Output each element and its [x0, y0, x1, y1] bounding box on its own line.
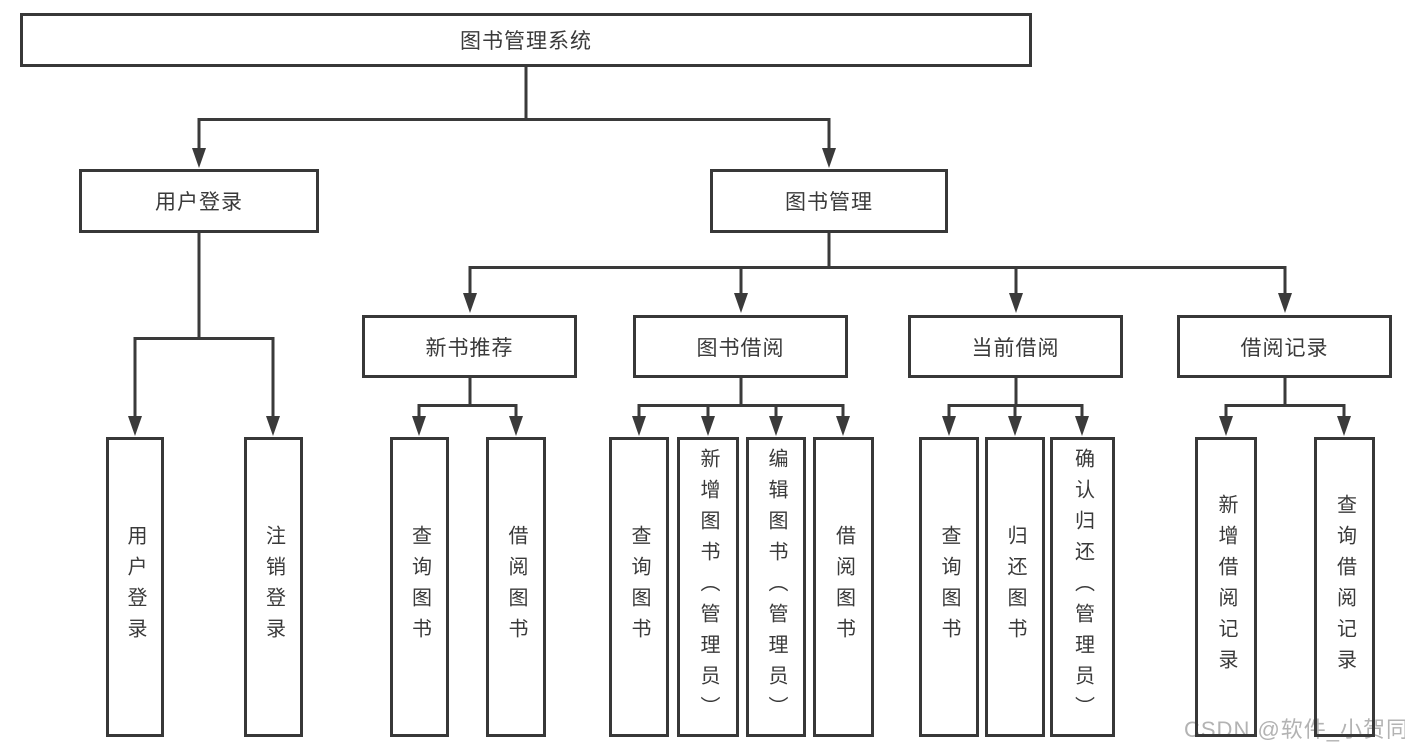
node-leaf-current-return-books: 归还图书	[985, 437, 1045, 737]
arrowheads	[128, 148, 1351, 436]
node-leaf-borrowing-edit-books-admin: 编辑图书（管理员）	[746, 437, 806, 737]
node-borrowing-records: 借阅记录	[1177, 315, 1392, 378]
node-leaf-borrowing-borrow-books: 借阅图书	[813, 437, 874, 737]
csdn-watermark: CSDN @软件_小贺同学	[1184, 717, 1405, 742]
node-leaf-user-login: 用户登录	[106, 437, 164, 737]
node-leaf-recommend-borrow-books: 借阅图书	[486, 437, 546, 737]
node-leaf-records-add-record: 新增借阅记录	[1195, 437, 1257, 737]
node-leaf-records-query-record: 查询借阅记录	[1314, 437, 1375, 737]
node-leaf-borrowing-query-books: 查询图书	[609, 437, 669, 737]
node-leaf-current-confirm-return-admin: 确认归还（管理员）	[1050, 437, 1115, 737]
node-leaf-borrowing-add-books-admin: 新增图书（管理员）	[677, 437, 739, 737]
node-root: 图书管理系统	[20, 13, 1032, 67]
node-leaf-current-query-books: 查询图书	[919, 437, 979, 737]
node-user-login: 用户登录	[79, 169, 319, 233]
connector-group-root	[133, 67, 1346, 418]
node-book-management: 图书管理	[710, 169, 948, 233]
node-leaf-logout: 注销登录	[244, 437, 303, 737]
node-leaf-recommend-query-books: 查询图书	[390, 437, 449, 737]
node-new-book-recommendation: 新书推荐	[362, 315, 577, 378]
node-current-borrowing: 当前借阅	[908, 315, 1123, 378]
node-book-borrowing: 图书借阅	[633, 315, 848, 378]
